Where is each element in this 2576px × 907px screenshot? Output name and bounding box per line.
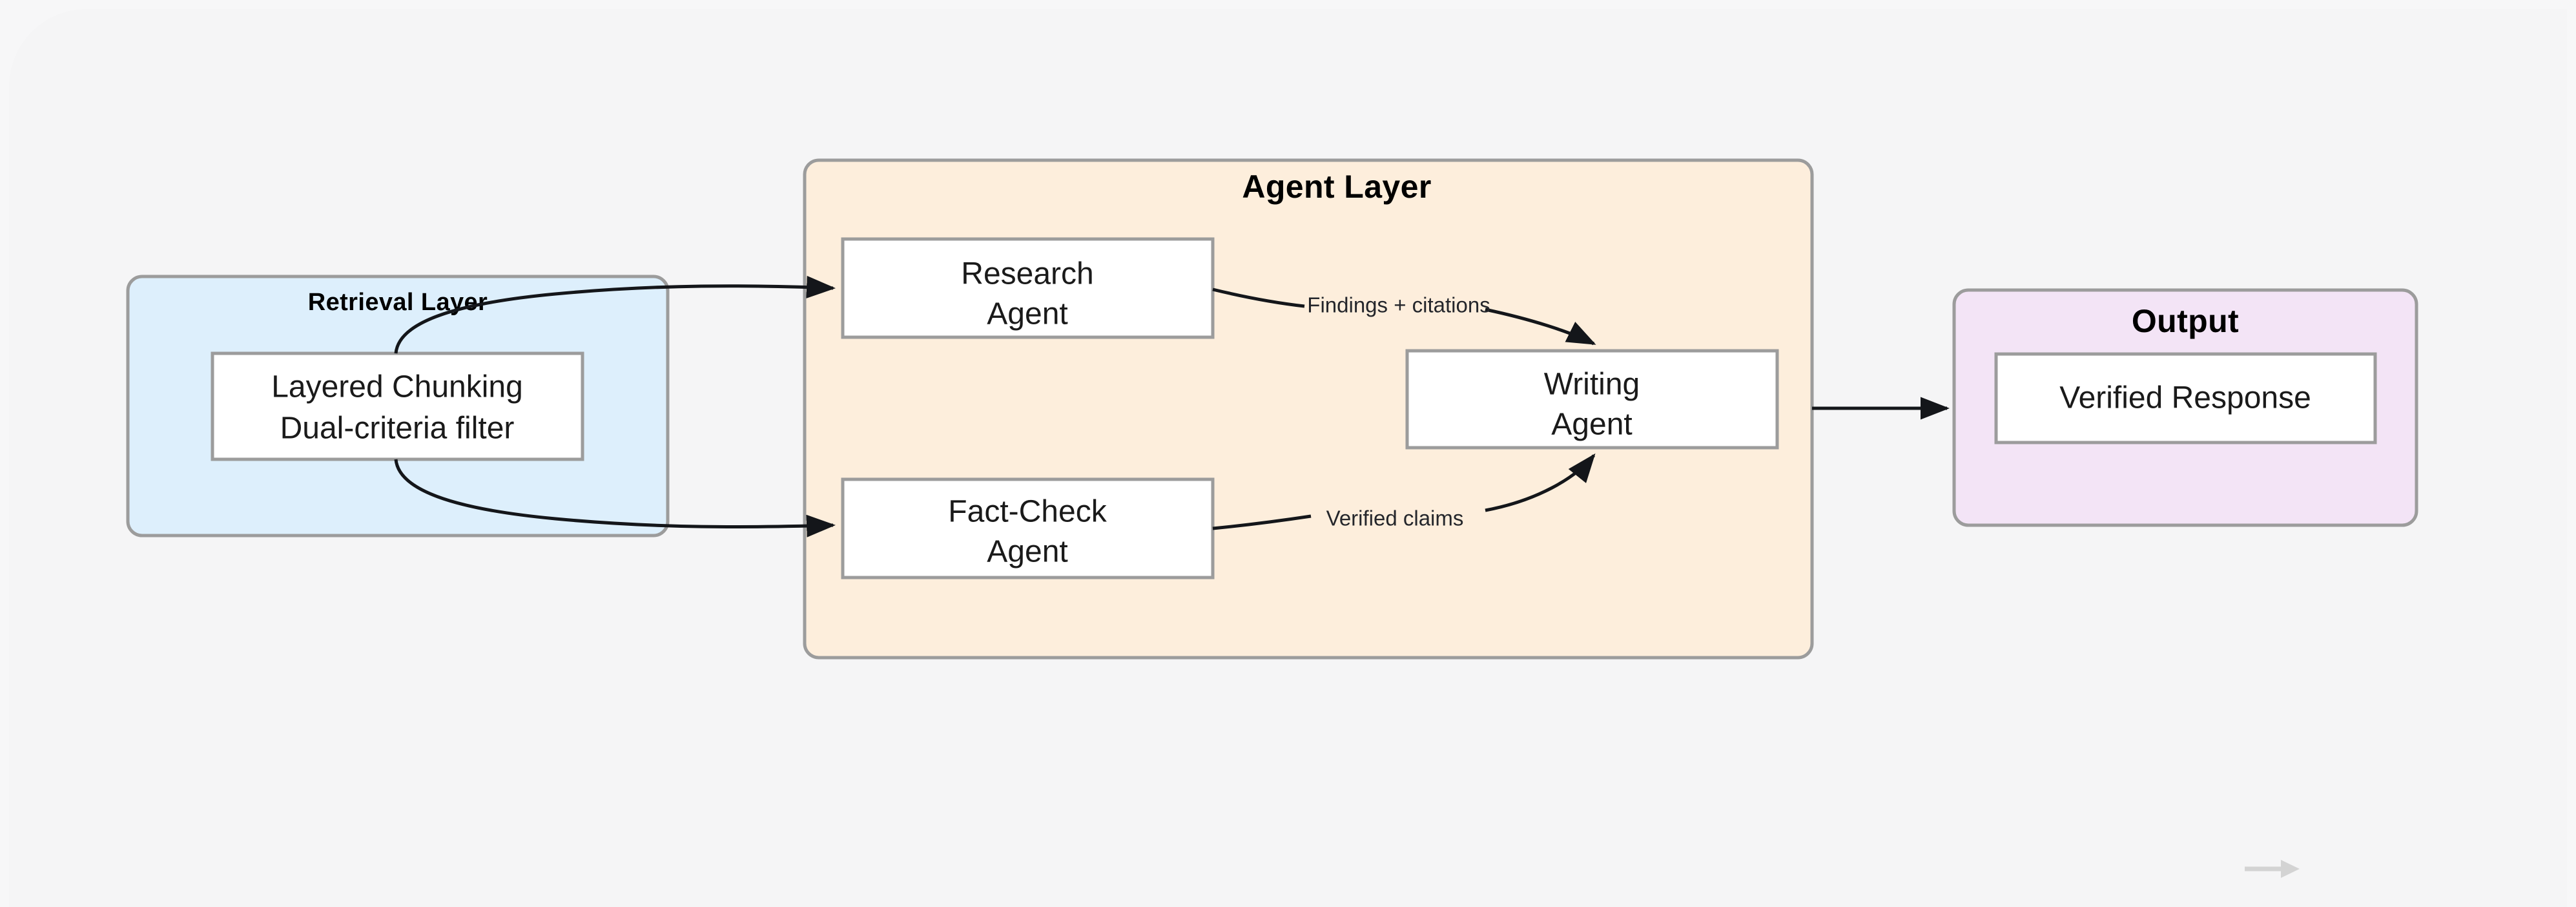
edge-research-to-writing-tail[interactable] [1485,308,1596,346]
research-agent-line-1: Research [961,257,1093,291]
edge-chunking-to-research[interactable] [394,275,836,354]
group-retrieval-layer[interactable]: Retrieval Layer Layered Chunking Dual-cr… [126,275,670,537]
verified-response-box[interactable] [1994,352,2377,444]
node-layered-chunking[interactable]: Layered Chunking Dual-criteria filter [211,351,584,461]
watermark-arrow-right-icon [2245,860,2300,878]
output-title: Output [2132,303,2239,339]
edge-label-verified-claims: Verified claims [1326,506,1464,530]
agent-layer-title: Agent Layer [1242,169,1431,205]
fact-check-agent-line-2: Agent [987,535,1067,569]
edge-layer: Findings + citations Verified claims [394,275,1950,537]
layered-chunking-line-1: Layered Chunking [271,370,523,404]
writing-agent-line-1: Writing [1544,368,1640,402]
retrieval-layer-title: Retrieval Layer [308,289,488,316]
node-writing-agent[interactable]: Writing Agent [1405,349,1779,450]
research-agent-line-2: Agent [987,297,1067,331]
node-verified-response[interactable]: Verified Response [1994,352,2377,444]
writing-agent-line-2: Agent [1551,408,1632,442]
edge-label-findings-citations: Findings + citations [1307,293,1490,317]
node-fact-check-agent[interactable]: Fact-Check Agent [841,477,1215,579]
group-output[interactable]: Output Verified Response [1952,288,2418,527]
fact-check-agent-box[interactable] [841,477,1215,579]
fact-check-agent-line-1: Fact-Check [948,495,1107,529]
group-agent-layer[interactable]: Agent Layer Research Agent Fact-Check Ag… [803,158,1814,660]
node-research-agent[interactable]: Research Agent [841,237,1215,339]
layered-chunking-line-2: Dual-criteria filter [280,412,515,446]
edge-chunking-to-factcheck[interactable] [394,459,836,537]
verified-response-label: Verified Response [2059,381,2311,415]
edge-factcheck-to-writing-tail[interactable] [1485,453,1596,512]
edge-research-to-writing[interactable] [1212,287,1305,308]
edge-factcheck-to-writing[interactable] [1212,514,1312,530]
writing-agent-box[interactable] [1405,349,1779,450]
research-agent-box[interactable] [841,237,1215,339]
